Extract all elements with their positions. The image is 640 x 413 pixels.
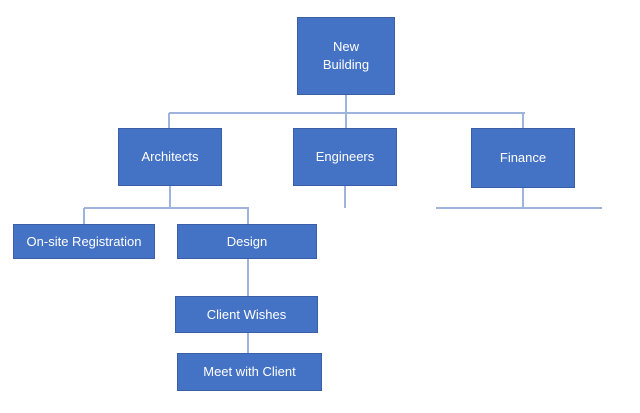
connector-new-building-down [345,95,347,128]
connector-level2-horizontal [84,207,249,209]
connector-architects-down [169,186,171,208]
connector-engineers-stub [344,186,346,208]
org-node-client-wishes[interactable]: Client Wishes [175,296,318,333]
connector-design-to-client-wishes [247,259,249,296]
org-node-on-site-registration[interactable]: On-site Registration [13,224,155,259]
org-node-design[interactable]: Design [177,224,317,259]
org-node-meet-with-client[interactable]: Meet with Client [177,353,322,391]
connector-to-finance [522,113,524,128]
connector-to-design [247,208,249,224]
connector-client-wishes-to-meet [247,333,249,353]
connector-finance-horizontal-stub [436,207,602,209]
connector-to-architects [168,113,170,128]
connector-finance-down [522,188,524,208]
connector-level1-horizontal [169,112,525,114]
org-node-new-building[interactable]: New Building [297,17,395,95]
org-node-engineers[interactable]: Engineers [293,128,397,186]
org-node-architects[interactable]: Architects [118,128,222,186]
connector-to-onsite-registration [83,208,85,224]
org-node-finance[interactable]: Finance [471,128,575,188]
